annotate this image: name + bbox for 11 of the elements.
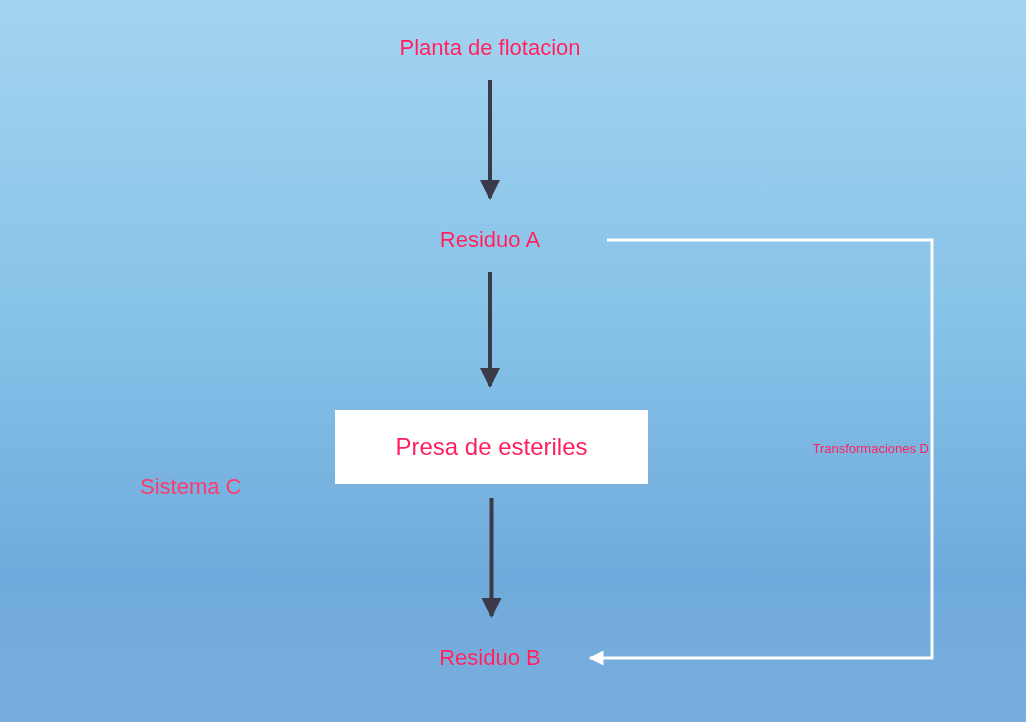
arrow xyxy=(481,498,502,618)
arrow xyxy=(480,272,500,388)
edge-label: Transformaciones D xyxy=(811,440,930,457)
process-box xyxy=(335,410,648,484)
arrow xyxy=(480,80,500,200)
node-text: Residuo B xyxy=(439,645,541,671)
node-text: Planta de flotacion xyxy=(399,35,581,61)
system-label: Sistema C xyxy=(140,474,242,500)
node-text: Presa de esteriles xyxy=(395,433,588,461)
node-text: Residuo A xyxy=(439,227,541,253)
arrow xyxy=(588,238,934,666)
